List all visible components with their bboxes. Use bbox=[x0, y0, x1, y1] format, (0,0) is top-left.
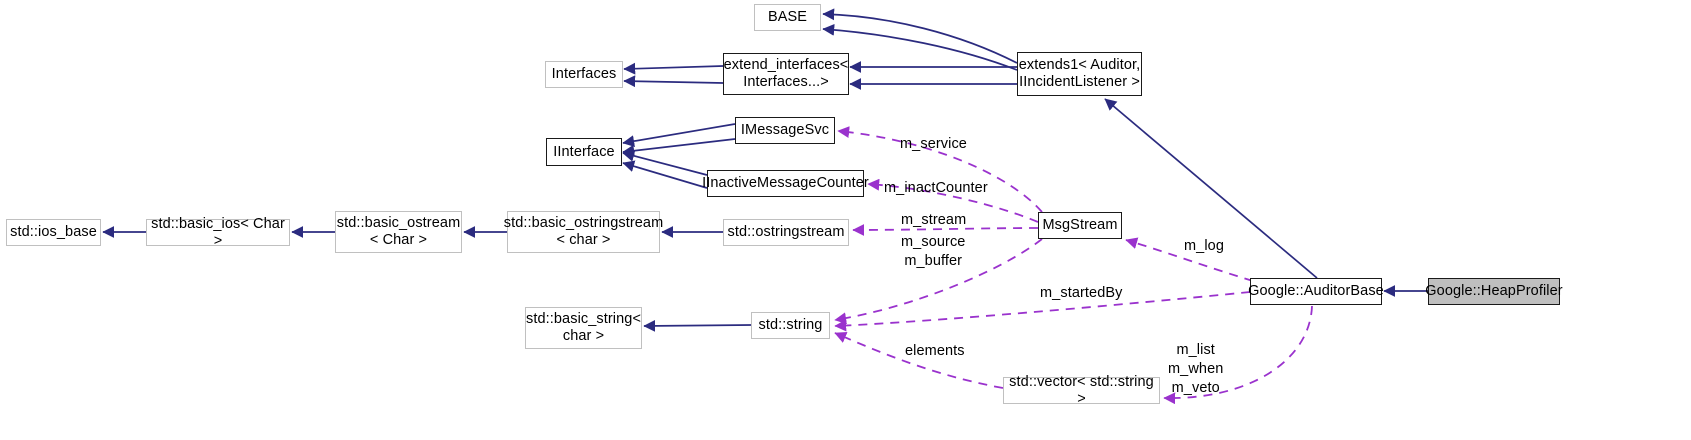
node-imessagesvc[interactable]: IMessageSvc bbox=[735, 117, 835, 144]
edge-auditorbase-extends1 bbox=[1104, 98, 1318, 279]
edge-auditorbase-stdstring bbox=[834, 291, 1251, 332]
node-std-vector-string[interactable]: std::vector< std::string > bbox=[1003, 374, 1160, 407]
edge-label-m-inactcounter: m_inactCounter bbox=[884, 180, 988, 196]
edge-label-m-startedby: m_startedBy bbox=[1040, 285, 1123, 301]
edge-iinactive-iinterface-a bbox=[622, 150, 708, 176]
edge-extends1-base-b bbox=[822, 23, 1018, 71]
edge-stdstring-basicstring bbox=[643, 319, 752, 332]
edge-vector-stdstring bbox=[834, 331, 1004, 389]
edge-auditorbase-vector bbox=[1163, 305, 1313, 405]
edge-label-m-service: m_service bbox=[900, 136, 967, 152]
edge-label-elements: elements bbox=[905, 343, 965, 359]
edge-msgstream-ostringstream bbox=[852, 224, 1039, 236]
node-extend-interfaces[interactable]: extend_interfaces< Interfaces...> bbox=[723, 53, 849, 95]
edge-msgstream-iinactive bbox=[867, 178, 1039, 223]
edge-label-m-source-m-buffer: m_source m_buffer bbox=[901, 234, 966, 269]
node-iinterface[interactable]: IInterface bbox=[546, 138, 622, 166]
edge-msgstream-imessagesvc bbox=[837, 126, 1043, 213]
edge-imessagesvc-iinterface-a bbox=[622, 123, 736, 147]
node-base[interactable]: BASE bbox=[754, 4, 821, 31]
node-iinactivemessagecounter[interactable]: IInactiveMessageCounter bbox=[702, 170, 869, 197]
node-std-ostringstream[interactable]: std::ostringstream bbox=[723, 219, 849, 246]
edge-auditorbase-msgstream bbox=[1125, 237, 1254, 282]
edge-label-m-log: m_log bbox=[1184, 238, 1224, 254]
node-std-ios-base[interactable]: std::ios_base bbox=[6, 219, 101, 246]
node-std-basic-string[interactable]: std::basic_string< char > bbox=[525, 307, 642, 349]
node-std-string[interactable]: std::string bbox=[751, 312, 830, 339]
node-google-auditorbase[interactable]: Google::AuditorBase bbox=[1248, 278, 1384, 305]
edge-extendifaces-interfaces-a bbox=[623, 62, 724, 75]
node-msgstream[interactable]: MsgStream bbox=[1038, 212, 1122, 239]
inheritance-edges bbox=[102, 8, 1428, 332]
edge-iinactive-iinterface-b bbox=[622, 160, 708, 189]
edge-extendifaces-interfaces-b bbox=[623, 75, 724, 88]
edge-imessagesvc-iinterface-b bbox=[622, 138, 736, 157]
edge-msgstream-stdstring bbox=[834, 238, 1043, 325]
edge-label-m-list-m-when-m-veto: m_list m_when m_veto bbox=[1168, 342, 1224, 396]
edge-extends1-base-a bbox=[822, 8, 1018, 64]
node-interfaces[interactable]: Interfaces bbox=[545, 61, 623, 88]
node-google-heapprofiler[interactable]: Google::HeapProfiler bbox=[1425, 278, 1563, 305]
node-std-basic-ios[interactable]: std::basic_ios< Char > bbox=[146, 216, 290, 249]
node-std-basic-ostream[interactable]: std::basic_ostream < Char > bbox=[335, 211, 462, 253]
edge-label-m-stream: m_stream bbox=[901, 212, 967, 228]
node-std-basic-ostringstream[interactable]: std::basic_ostringstream < char > bbox=[504, 211, 663, 253]
node-extends1[interactable]: extends1< Auditor, IIncidentListener > bbox=[1017, 52, 1142, 96]
association-edges bbox=[834, 126, 1313, 405]
